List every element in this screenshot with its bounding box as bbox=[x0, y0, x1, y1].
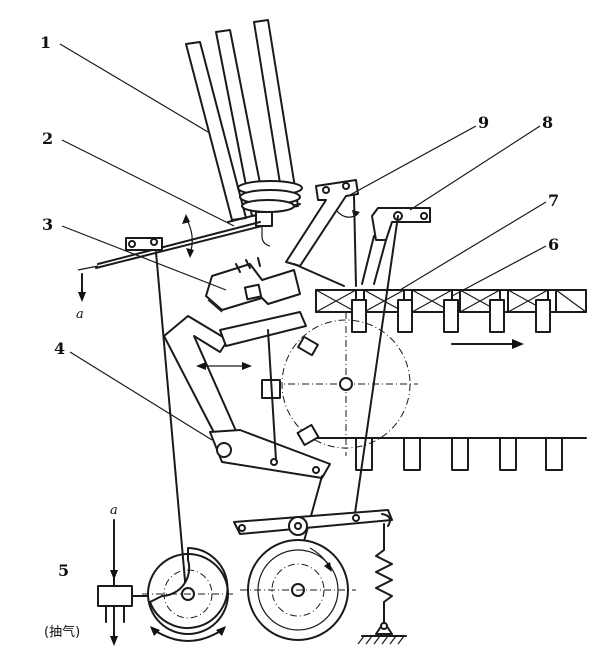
label-9: 9 bbox=[478, 113, 489, 132]
signal-a-top bbox=[77, 265, 99, 302]
leader-lines bbox=[59, 43, 547, 441]
pickup-lever bbox=[95, 214, 263, 269]
cam-right bbox=[240, 539, 356, 641]
lower-cups bbox=[315, 437, 587, 471]
label-1: 1 bbox=[40, 33, 51, 52]
label-4: 4 bbox=[54, 339, 65, 358]
sprocket-wheel bbox=[261, 312, 418, 456]
upper-link-8 bbox=[353, 195, 431, 287]
cam-left bbox=[142, 547, 234, 642]
label-3: 3 bbox=[42, 215, 53, 234]
connecting-rods bbox=[155, 215, 399, 593]
label-5: 5 bbox=[58, 561, 69, 580]
vacuum-valve-5 bbox=[97, 519, 149, 646]
label-2: 2 bbox=[42, 129, 53, 148]
label-7: 7 bbox=[548, 191, 559, 210]
rocker-lever-spring bbox=[233, 509, 407, 645]
conveyor-chain bbox=[315, 289, 587, 349]
label-vacuum: (抽气) bbox=[44, 624, 80, 640]
label-8: 8 bbox=[542, 113, 553, 132]
label-6: 6 bbox=[548, 235, 559, 254]
bell-crank-lever-4 bbox=[163, 311, 331, 479]
upper-link-9 bbox=[285, 179, 360, 287]
label-a-bottom: a bbox=[110, 503, 118, 518]
label-a-top: a bbox=[76, 307, 84, 322]
transfer-arm bbox=[205, 257, 301, 313]
hopper-magazine bbox=[185, 19, 303, 247]
